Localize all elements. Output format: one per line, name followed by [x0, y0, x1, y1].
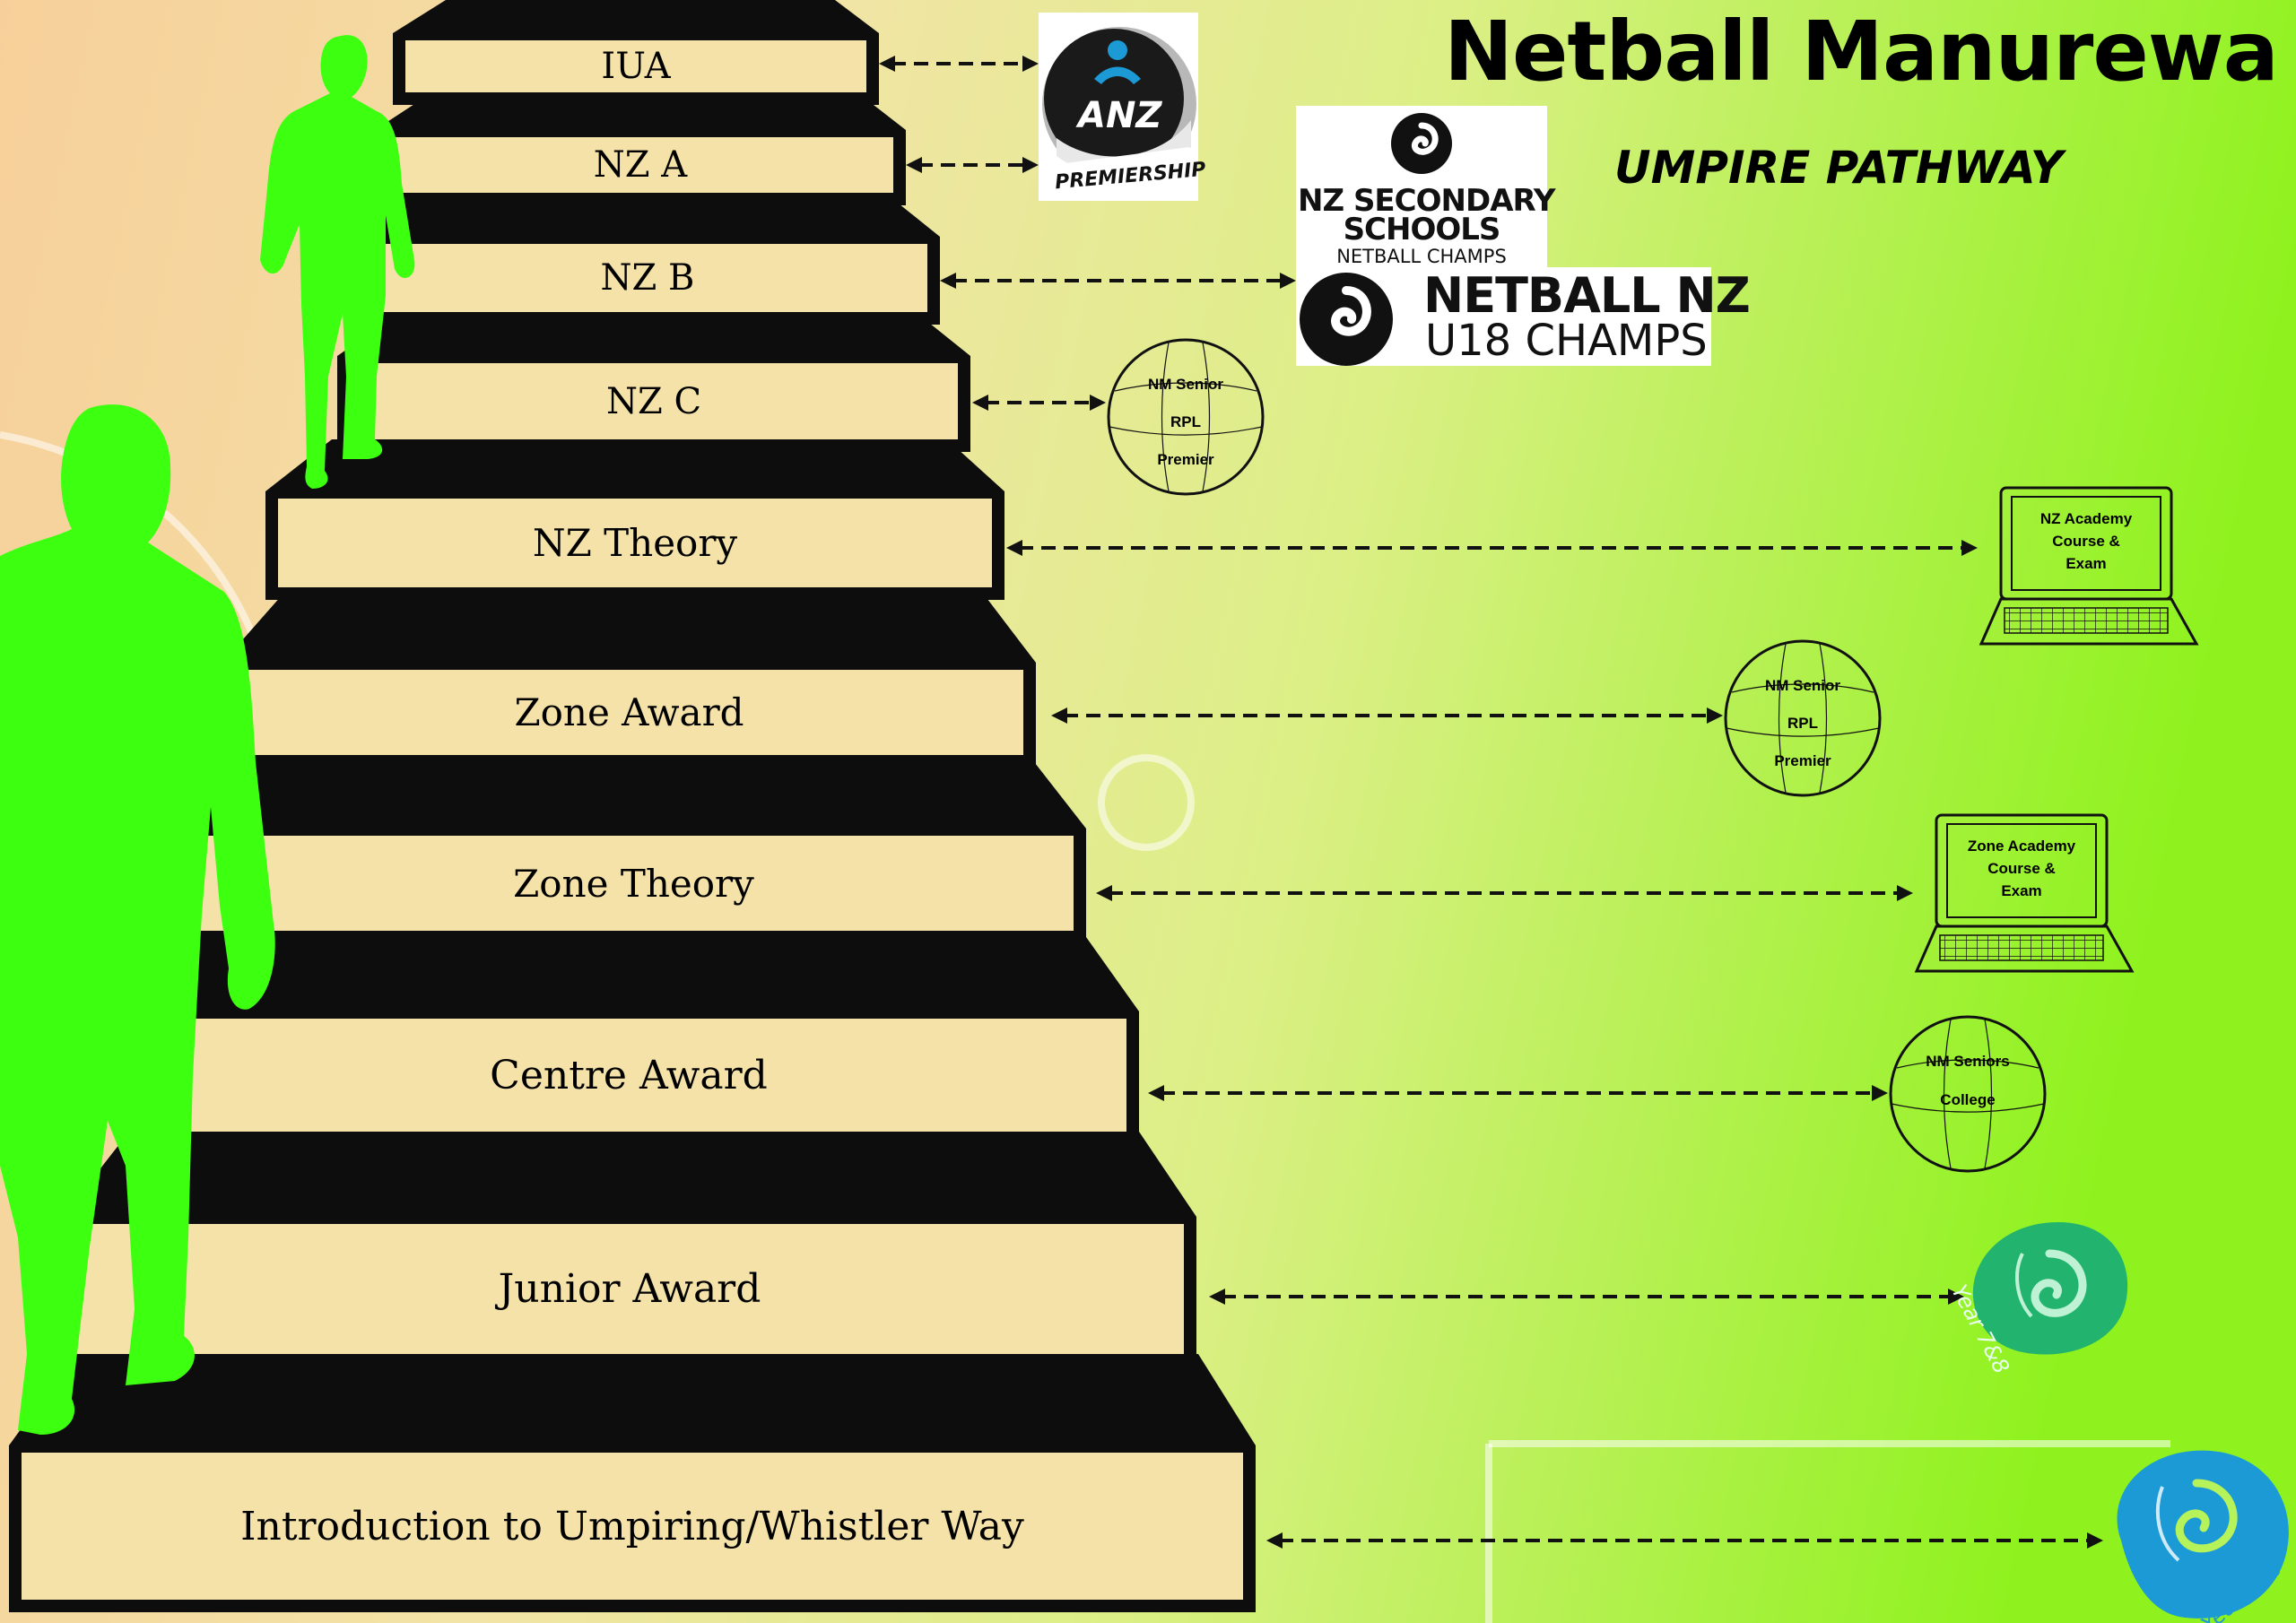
anz-emblem-icon	[1042, 27, 1196, 201]
step-face	[131, 1019, 1126, 1132]
step-face	[22, 1453, 1243, 1600]
step-label: NZ C	[605, 380, 702, 422]
connector-arrow	[1148, 1085, 1888, 1101]
connector-arrows	[879, 56, 2103, 1549]
nz-secondary-schools-logo: NZ SECONDARY SCHOOLS NETBALL CHAMPS	[1296, 106, 1555, 273]
koru-icon	[2117, 1450, 2289, 1619]
connector-arrow	[906, 157, 1039, 173]
step-face	[368, 244, 927, 312]
step-label: Introduction to Umpiring/Whistler Way	[240, 1503, 1024, 1549]
page-subtitle: UMPIRE PATHWAY	[1614, 142, 2064, 194]
ball-nzc-line2: RPL	[1170, 413, 1201, 430]
year-7-8-logo: Year 7&8	[1946, 1218, 2135, 1378]
koru-icon	[1972, 1222, 2128, 1355]
step-face	[278, 499, 992, 587]
umpire-silhouette-bottom	[0, 404, 275, 1436]
laptop-zone-line3: Exam	[2001, 882, 2042, 899]
connector-arrow	[1006, 540, 1978, 556]
connector-arrow	[1266, 1532, 2103, 1549]
ball-zone-line1: NM Senior	[1764, 677, 1841, 694]
anz-brand-text: ANZ	[1078, 95, 1162, 136]
netball-nzc: NM Senior RPL Premier	[1106, 337, 1265, 497]
ball-zone-line3: Premier	[1774, 752, 1831, 769]
step-face	[194, 836, 1074, 931]
ball-nzc-line1: NM Senior	[1147, 376, 1224, 393]
connector-arrow	[1051, 707, 1723, 724]
netball-icon	[1724, 639, 1882, 797]
step-label: NZ Theory	[532, 521, 738, 565]
laptop-nz-academy: NZ Academy Course & Exam	[1978, 484, 2200, 650]
netball-nz-swirl-icon	[1300, 273, 1393, 366]
secondary-line2: SCHOOLS	[1343, 212, 1501, 247]
laptop-zone-line2: Course &	[1987, 860, 2056, 877]
ball-nzc-line3: Premier	[1157, 451, 1214, 468]
laptop-nz-line3: Exam	[2066, 555, 2107, 572]
ball-centre-line1: NM Seniors	[1926, 1053, 2010, 1070]
connector-arrow	[1096, 885, 1913, 901]
page-title: Netball Manurewa	[1444, 4, 2279, 100]
year-5-6-logo: Year 5&6	[2103, 1442, 2296, 1623]
step-label: Zone Theory	[513, 861, 754, 906]
u18-line1: NETBALL NZ	[1423, 267, 1751, 324]
step-face	[387, 137, 893, 193]
netball-icon	[1107, 338, 1265, 496]
step-label: NZ A	[593, 144, 688, 186]
laptop-nz-line1: NZ Academy	[2039, 510, 2133, 527]
laptop-zone-line1: Zone Academy	[1967, 838, 2076, 855]
netball-icon	[1889, 1015, 2047, 1173]
step-face	[405, 40, 866, 92]
u18-line2: U18 CHAMPS	[1425, 316, 1708, 366]
connector-arrow	[940, 273, 1296, 289]
ball-zone-line2: RPL	[1787, 715, 1818, 732]
laptop-nz-line2: Course &	[2052, 533, 2120, 550]
connector-arrow	[1209, 1289, 1964, 1305]
laptop-zone-academy: Zone Academy Course & Exam	[1913, 812, 2135, 977]
step-face	[75, 1224, 1184, 1354]
connector-arrow	[879, 56, 1039, 72]
netball-centre-award: NM Seniors College	[1888, 1014, 2048, 1174]
step-label: IUA	[601, 46, 671, 87]
laptop-icon	[1914, 813, 2135, 973]
ball-centre-line2: College	[1940, 1091, 1996, 1108]
step-label: NZ B	[600, 257, 695, 299]
step-label: Centre Award	[490, 1052, 768, 1098]
secondary-line3: NETBALL CHAMPS	[1336, 246, 1507, 267]
staircase	[9, 0, 1256, 1612]
step-label: Zone Award	[514, 690, 744, 734]
laptop-icon	[1979, 486, 2199, 646]
step-label: Junior Award	[498, 1266, 761, 1312]
anz-premiership-logo: ANZ PREMIERSHIP	[1039, 13, 1206, 201]
netball-nz-swirl-icon	[1391, 113, 1452, 174]
secondary-line1: NZ SECONDARY	[1298, 183, 1555, 219]
umpire-silhouette-top	[260, 35, 415, 489]
netball-nz-u18-logo: NETBALL NZ U18 CHAMPS	[1296, 267, 1751, 366]
step-face	[235, 670, 1023, 755]
step-face	[350, 363, 958, 439]
netball-zone-award: NM Senior RPL Premier	[1723, 638, 1883, 798]
connector-arrow	[972, 395, 1106, 411]
